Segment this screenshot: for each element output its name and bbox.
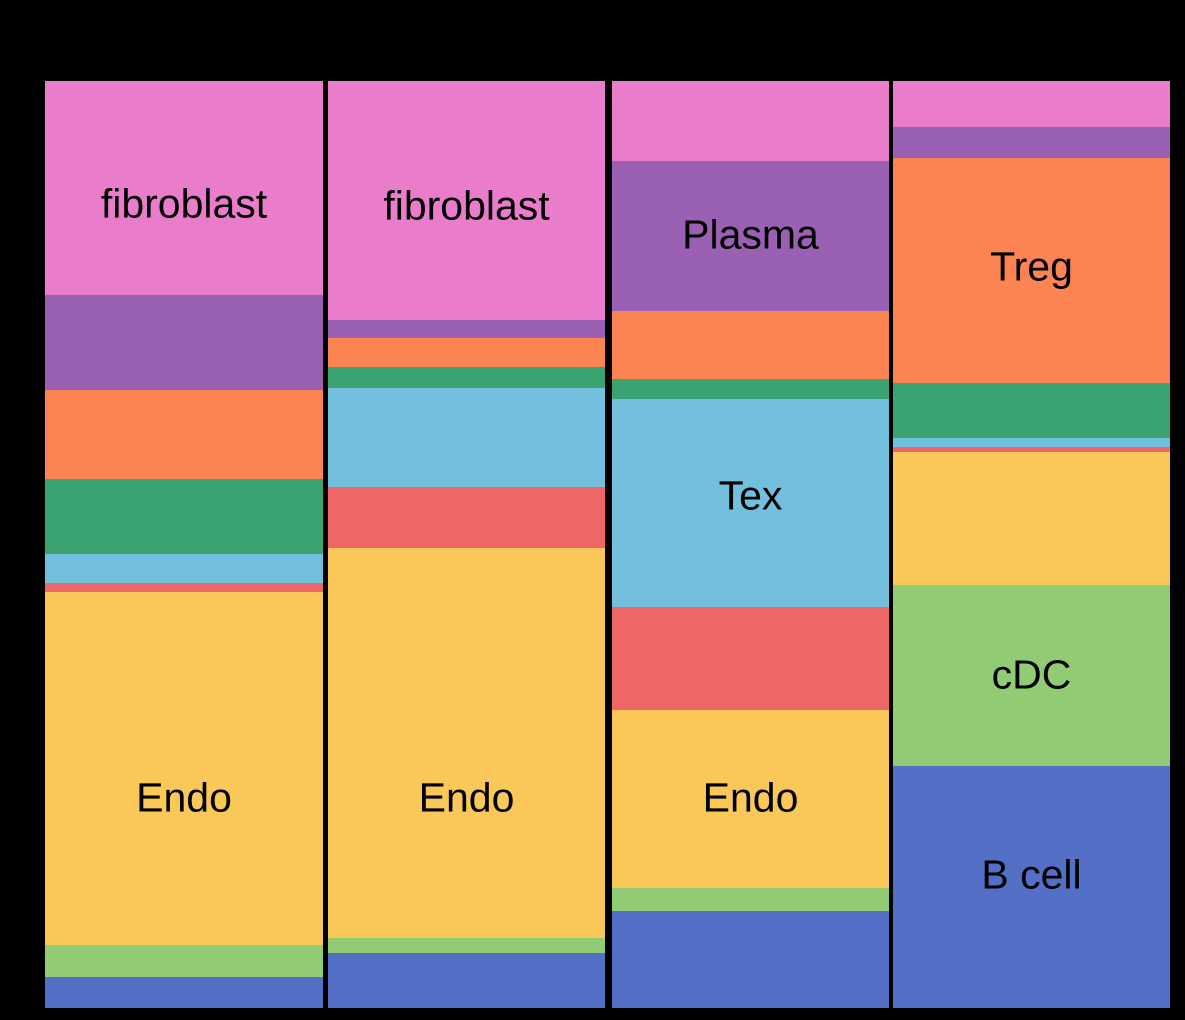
bar-segment-fibroblast[interactable]	[45, 81, 323, 296]
bar-segment-cdc[interactable]	[893, 585, 1170, 767]
bar-segment-#3ba272[interactable]	[893, 383, 1170, 438]
bar-segment-tex[interactable]	[612, 399, 889, 607]
bar-segment-#ee6666[interactable]	[612, 606, 889, 710]
bar-segment-fibroblast[interactable]	[893, 81, 1170, 128]
bar-segment-endo[interactable]	[328, 548, 605, 938]
bar-segment-plasma[interactable]	[45, 295, 323, 390]
bar-segment-plasma[interactable]	[893, 127, 1170, 158]
bar-segment-cdc[interactable]	[45, 944, 323, 978]
bar-segment-#ee6666[interactable]	[893, 447, 1170, 452]
bar-segment-plasma[interactable]	[328, 320, 605, 338]
bar-segment-treg[interactable]	[45, 389, 323, 479]
bar-segment-fibroblast[interactable]	[328, 81, 605, 321]
bar-segment-#3ba272[interactable]	[612, 378, 889, 399]
bar-segment-endo[interactable]	[893, 451, 1170, 586]
bar-segment-cdc[interactable]	[612, 887, 889, 911]
bar-segment-#3ba272[interactable]	[328, 366, 605, 388]
bar-segment-endo[interactable]	[612, 709, 889, 888]
bar-segment-cdc[interactable]	[328, 937, 605, 954]
bar-segment-treg[interactable]	[328, 337, 605, 367]
bar-segment-treg[interactable]	[612, 310, 889, 379]
bar-segment-tex[interactable]	[893, 437, 1170, 448]
bar-segment-tex[interactable]	[45, 553, 323, 583]
bar-segment-tex[interactable]	[328, 387, 605, 488]
bar-segment-#ee6666[interactable]	[328, 487, 605, 549]
bar-segment-fibroblast[interactable]	[612, 81, 889, 161]
bar-segment-#ee6666[interactable]	[45, 582, 323, 592]
bar-segment-b-cell[interactable]	[328, 953, 605, 1008]
bar-segment-b-cell[interactable]	[45, 977, 323, 1008]
bar-segment-treg[interactable]	[893, 158, 1170, 384]
bar-segment-b-cell[interactable]	[612, 910, 889, 1008]
bar-segment-b-cell[interactable]	[893, 766, 1170, 1008]
bar-segment-endo[interactable]	[45, 591, 323, 945]
bar-segment-plasma[interactable]	[612, 160, 889, 311]
bar-segment-#3ba272[interactable]	[45, 478, 323, 554]
